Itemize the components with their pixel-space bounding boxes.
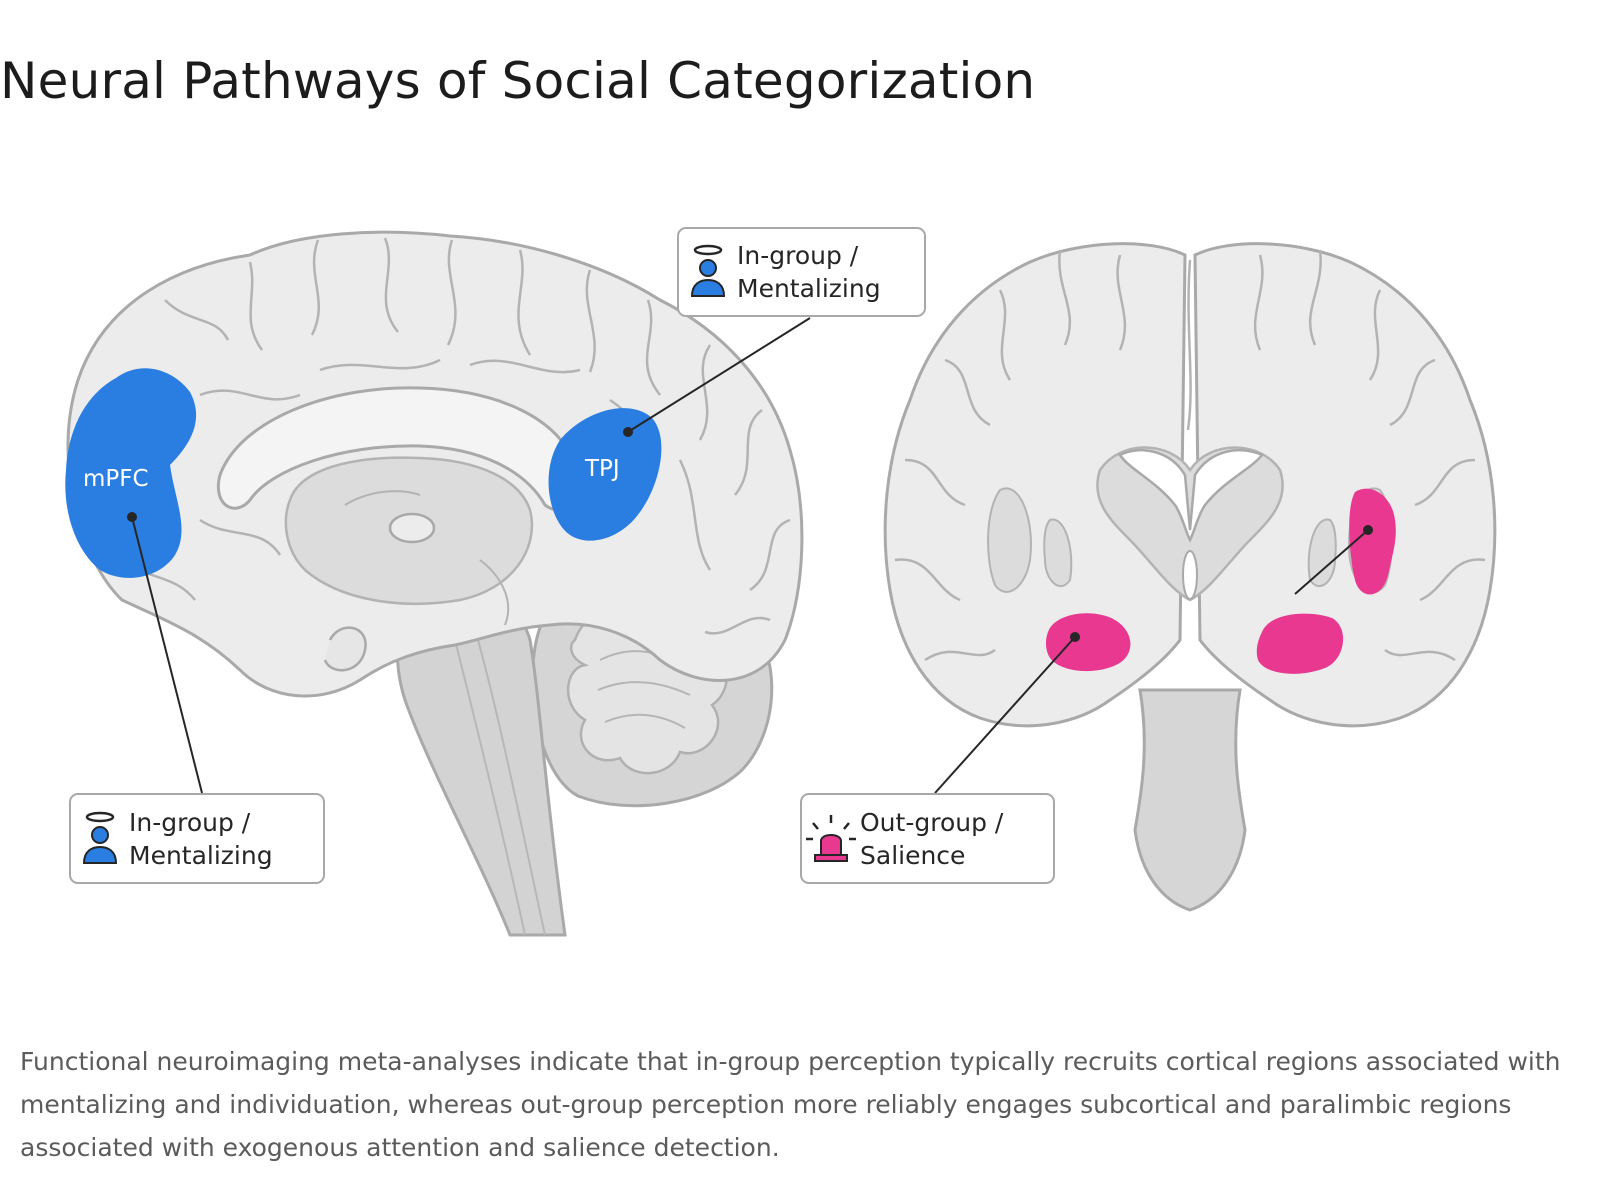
page-title: Neural Pathways of Social Categorization [0,52,1036,110]
mpfc-leader-line [131,516,203,794]
person-halo-icon [679,244,737,300]
left-hemisphere [883,242,1187,728]
alarm-siren-icon [802,813,860,865]
left-amygdala-region [1045,613,1131,672]
coronal-gyri [894,249,1486,662]
brain-diagram: mPFC TPJ [65,230,1497,937]
tpj-label: TPJ [584,456,620,482]
person-halo-icon [71,811,129,867]
right-hemisphere [1193,242,1497,728]
tpj-callout-line2: Mentalizing [737,274,881,303]
tpj-leader-line [627,317,811,433]
coronal-brainstem [1133,688,1247,912]
amygdala-callout: Out-group / Salience [800,793,1055,884]
right-amygdala-region [1256,613,1344,674]
tpj-callout: In-group / Mentalizing [677,227,926,317]
tpj-region [548,408,662,541]
mpfc-callout: In-group / Mentalizing [69,793,325,884]
insula-leader-line [1294,529,1369,595]
mpfc-callout-line1: In-group / [129,807,251,837]
amygdala-leader-line [934,636,1076,794]
tpj-callout-line1: In-group / [737,241,859,270]
sagittal-brain: mPFC TPJ [65,230,811,937]
corpus-callosum [216,386,580,512]
mpfc-region [65,368,197,578]
caption: Functional neuroimaging meta-analyses in… [20,1047,1561,1162]
lateral-ventricles [1118,448,1264,543]
mpfc-callout-line2: Mentalizing [129,840,273,870]
insula-region [1349,488,1396,595]
mpfc-label: mPFC [83,466,149,492]
sagittal-gyri [119,237,791,635]
amygdala-callout-line2: Salience [860,840,966,870]
amygdala-callout-line1: Out-group / [860,807,1004,837]
coronal-brain [883,242,1497,912]
